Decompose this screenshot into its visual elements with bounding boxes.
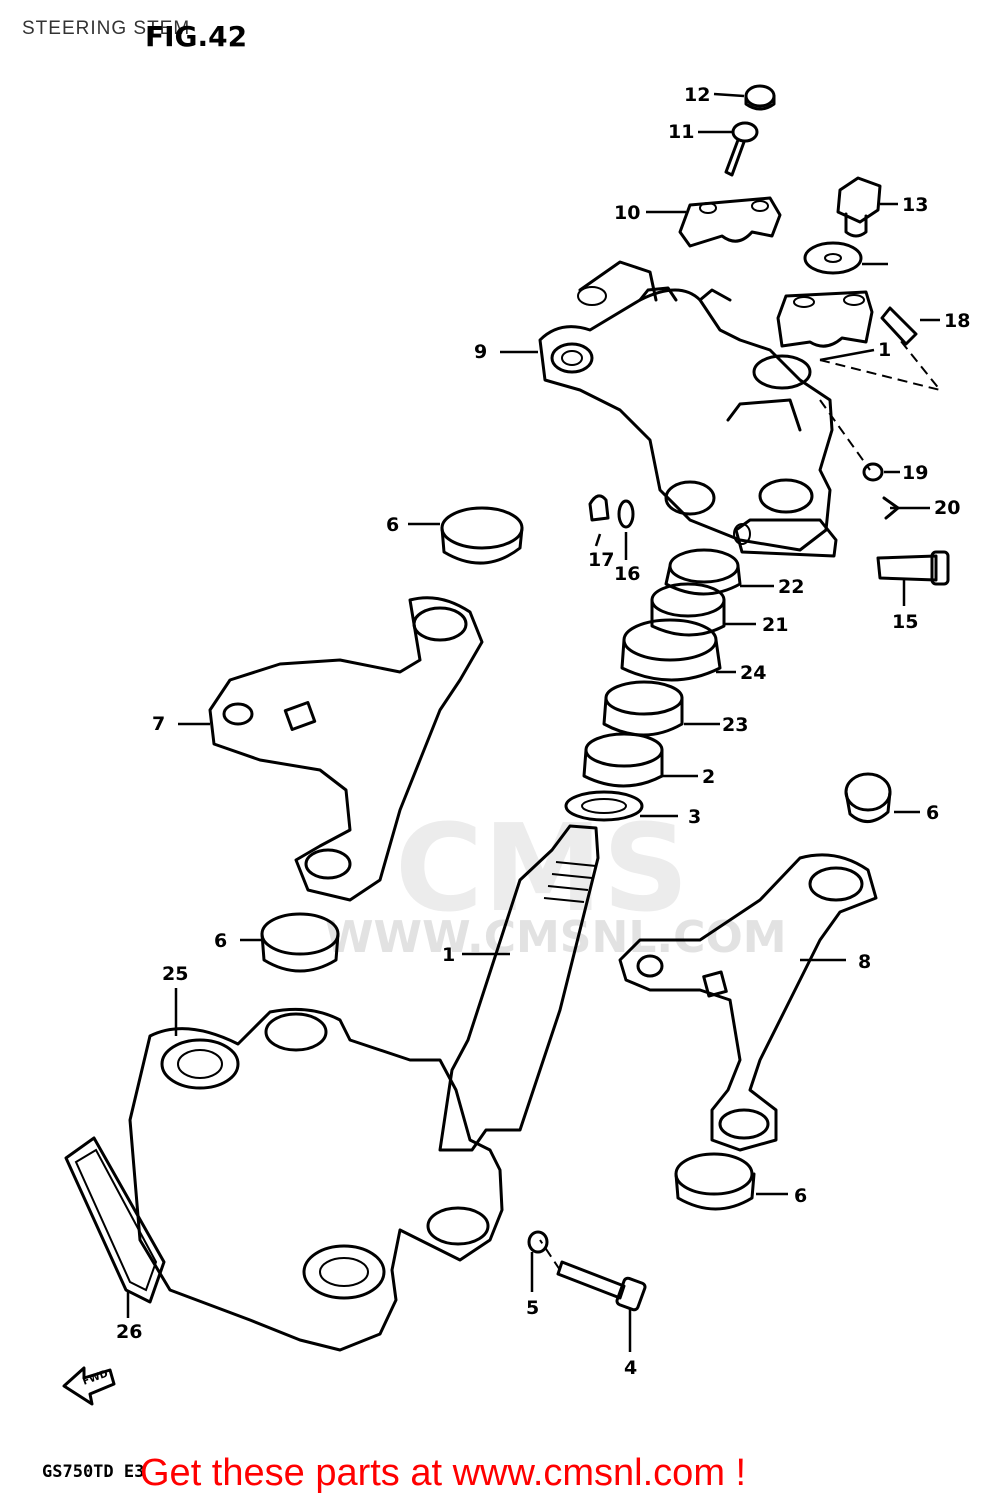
model-code: GS750TD E3 bbox=[42, 1462, 145, 1482]
watermark-logo: CMS bbox=[395, 800, 689, 939]
fwd-arrow-icon bbox=[62, 1366, 116, 1406]
part-rubber-damper bbox=[260, 912, 340, 973]
part-clamp-bolt bbox=[724, 121, 759, 177]
callout-label: 20 bbox=[934, 497, 960, 519]
callout-label: 9 bbox=[474, 341, 487, 363]
part-lower-bracket bbox=[128, 1007, 504, 1352]
part-rubber-damper bbox=[440, 506, 524, 565]
callout-label: 26 bbox=[116, 1321, 142, 1343]
callout-numbers: 12 11 10 13 18 1 9 19 20 6 17 16 22 15 2… bbox=[81, 84, 970, 1388]
callout-label: 24 bbox=[740, 662, 766, 684]
part-bracket-right bbox=[618, 853, 878, 1152]
callout-label: 8 bbox=[858, 951, 871, 973]
callout-label: 12 bbox=[684, 84, 710, 106]
callout-leaders bbox=[126, 92, 943, 1352]
callout-label: 5 bbox=[526, 1297, 539, 1319]
part-steering-stem bbox=[438, 824, 600, 1152]
part-bearing-race bbox=[582, 732, 664, 788]
part-pinch-bolt bbox=[876, 550, 950, 586]
callout-label: 2 bbox=[702, 766, 715, 788]
callout-label: 25 bbox=[162, 963, 188, 985]
callout-label: 11 bbox=[668, 121, 694, 143]
part-plug bbox=[588, 494, 610, 522]
callout-label: 3 bbox=[688, 806, 701, 828]
part-upper-bearing bbox=[602, 680, 684, 737]
part-small-circlip bbox=[862, 462, 884, 482]
part-pinch-bolt-lower bbox=[556, 1260, 647, 1312]
part-upper-bracket bbox=[538, 260, 838, 558]
callout-label: 6 bbox=[926, 802, 939, 824]
callout-label: 1 bbox=[878, 339, 891, 361]
callout-label: 6 bbox=[386, 514, 399, 536]
part-lock-washer bbox=[527, 1230, 549, 1254]
callout-label: 23 bbox=[722, 714, 748, 736]
part-handlebar-clamp-lower bbox=[776, 290, 874, 348]
part-rubber-damper bbox=[674, 1152, 756, 1211]
callout-label: 6 bbox=[794, 1185, 807, 1207]
fwd-label: FWD bbox=[81, 1369, 109, 1388]
cta-link[interactable]: Get these parts at www.cmsnl.com ! bbox=[140, 1452, 747, 1494]
part-spring-pin bbox=[880, 306, 918, 346]
callout-label: 1 bbox=[442, 944, 455, 966]
callout-label: 19 bbox=[902, 462, 928, 484]
part-name-plate bbox=[64, 1136, 166, 1304]
part-handlebar-clamp-upper bbox=[678, 196, 782, 248]
part-bracket-left bbox=[208, 596, 484, 902]
callout-label: 18 bbox=[944, 310, 970, 332]
callout-label: 21 bbox=[762, 614, 788, 636]
callout-label: 13 bbox=[902, 194, 928, 216]
callout-label: 6 bbox=[214, 930, 227, 952]
part-dust-seal bbox=[620, 618, 722, 682]
callout-label: 10 bbox=[614, 202, 640, 224]
callout-label: 22 bbox=[778, 576, 804, 598]
part-stem-head-bolt bbox=[836, 176, 882, 238]
part-cap-nut bbox=[744, 84, 776, 111]
part-stem-nut bbox=[664, 548, 742, 596]
callout-label: 4 bbox=[624, 1357, 637, 1379]
callout-label: 15 bbox=[892, 611, 918, 633]
watermark-url: WWW.CMSNL.COM bbox=[325, 912, 787, 963]
part-washer-small bbox=[617, 499, 635, 529]
figure-number: FIG.42 bbox=[145, 20, 248, 53]
part-rubber-damper bbox=[844, 772, 892, 823]
callout-label: 17 bbox=[588, 549, 614, 571]
page-title: STEERING STEM bbox=[22, 18, 191, 39]
callout-label: 7 bbox=[152, 713, 165, 735]
part-lower-seal bbox=[564, 790, 644, 822]
part-washer bbox=[803, 241, 863, 275]
part-steering-nut bbox=[650, 582, 726, 637]
callout-label: 16 bbox=[614, 563, 640, 585]
